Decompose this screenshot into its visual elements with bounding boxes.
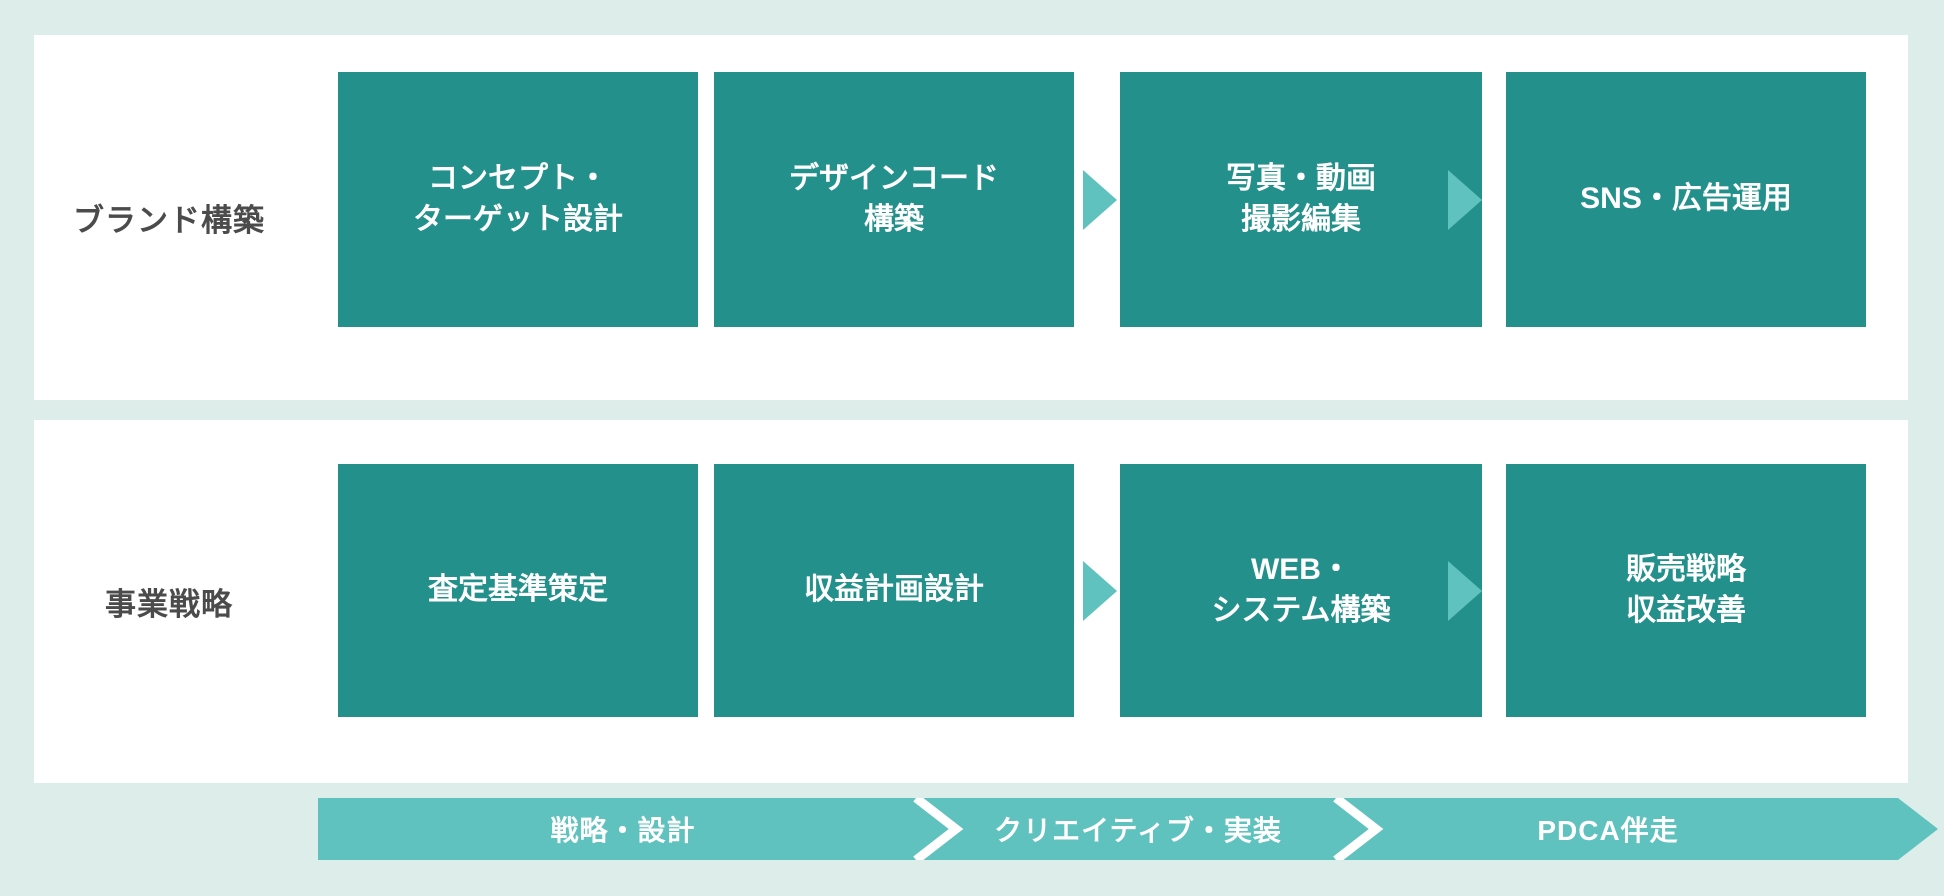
step-box-business-4[interactable]: 販売戦略 収益改善 [1506, 464, 1866, 717]
step-label-brand-2: デザインコード 構築 [789, 162, 999, 236]
step-label-business-3: WEB・ システム構築 [1211, 553, 1391, 627]
chevron-divider-1-icon [913, 798, 964, 860]
phase-ribbon-shape [318, 798, 1938, 860]
step-box-brand-2[interactable]: デザインコード 構築 [714, 72, 1074, 327]
step-label-brand-4: SNS・広告運用 [1580, 182, 1792, 216]
arrow-right-icon [1083, 561, 1117, 621]
phase-ribbon: 戦略・設計 クリエイティブ・実装 PDCA伴走 [318, 798, 1938, 860]
row-panel-brand: ブランド構築 コンセプト・ ターゲット設計 デザインコード 構築 写真・動画 撮… [34, 35, 1908, 400]
ribbon-body [318, 798, 1938, 860]
step-label-business-1: 査定基準策定 [428, 573, 608, 607]
row-panel-business: 事業戦略 査定基準策定 収益計画設計 WEB・ システム構築 販売戦略 収益改善 [34, 420, 1908, 783]
step-box-brand-3[interactable]: 写真・動画 撮影編集 [1120, 72, 1482, 327]
step-label-business-4: 販売戦略 収益改善 [1626, 553, 1746, 627]
row-label-brand: ブランド構築 [73, 203, 265, 238]
phase-label-3[interactable]: PDCA伴走 [1537, 815, 1679, 846]
step-box-business-1[interactable]: 査定基準策定 [338, 464, 698, 717]
step-label-brand-1: コンセプト・ ターゲット設計 [413, 162, 623, 236]
step-box-brand-4[interactable]: SNS・広告運用 [1506, 72, 1866, 327]
step-label-business-2: 収益計画設計 [804, 573, 984, 607]
step-track-business: 査定基準策定 収益計画設計 WEB・ システム構築 販売戦略 収益改善 [338, 420, 1866, 783]
step-label-brand-3: 写真・動画 撮影編集 [1226, 162, 1376, 236]
phase-label-2[interactable]: クリエイティブ・実装 [994, 815, 1282, 846]
arrow-right-icon [1083, 170, 1117, 230]
step-track-brand: コンセプト・ ターゲット設計 デザインコード 構築 写真・動画 撮影編集 SNS… [338, 35, 1866, 400]
step-box-business-2[interactable]: 収益計画設計 [714, 464, 1074, 717]
step-box-brand-1[interactable]: コンセプト・ ターゲット設計 [338, 72, 698, 327]
row-label-business: 事業戦略 [105, 587, 233, 622]
step-box-business-3[interactable]: WEB・ システム構築 [1120, 464, 1482, 717]
arrow-right-icon [1448, 561, 1482, 621]
chevron-divider-2-icon [1333, 798, 1384, 860]
arrow-right-icon [1448, 170, 1482, 230]
phase-label-1[interactable]: 戦略・設計 [550, 815, 696, 846]
